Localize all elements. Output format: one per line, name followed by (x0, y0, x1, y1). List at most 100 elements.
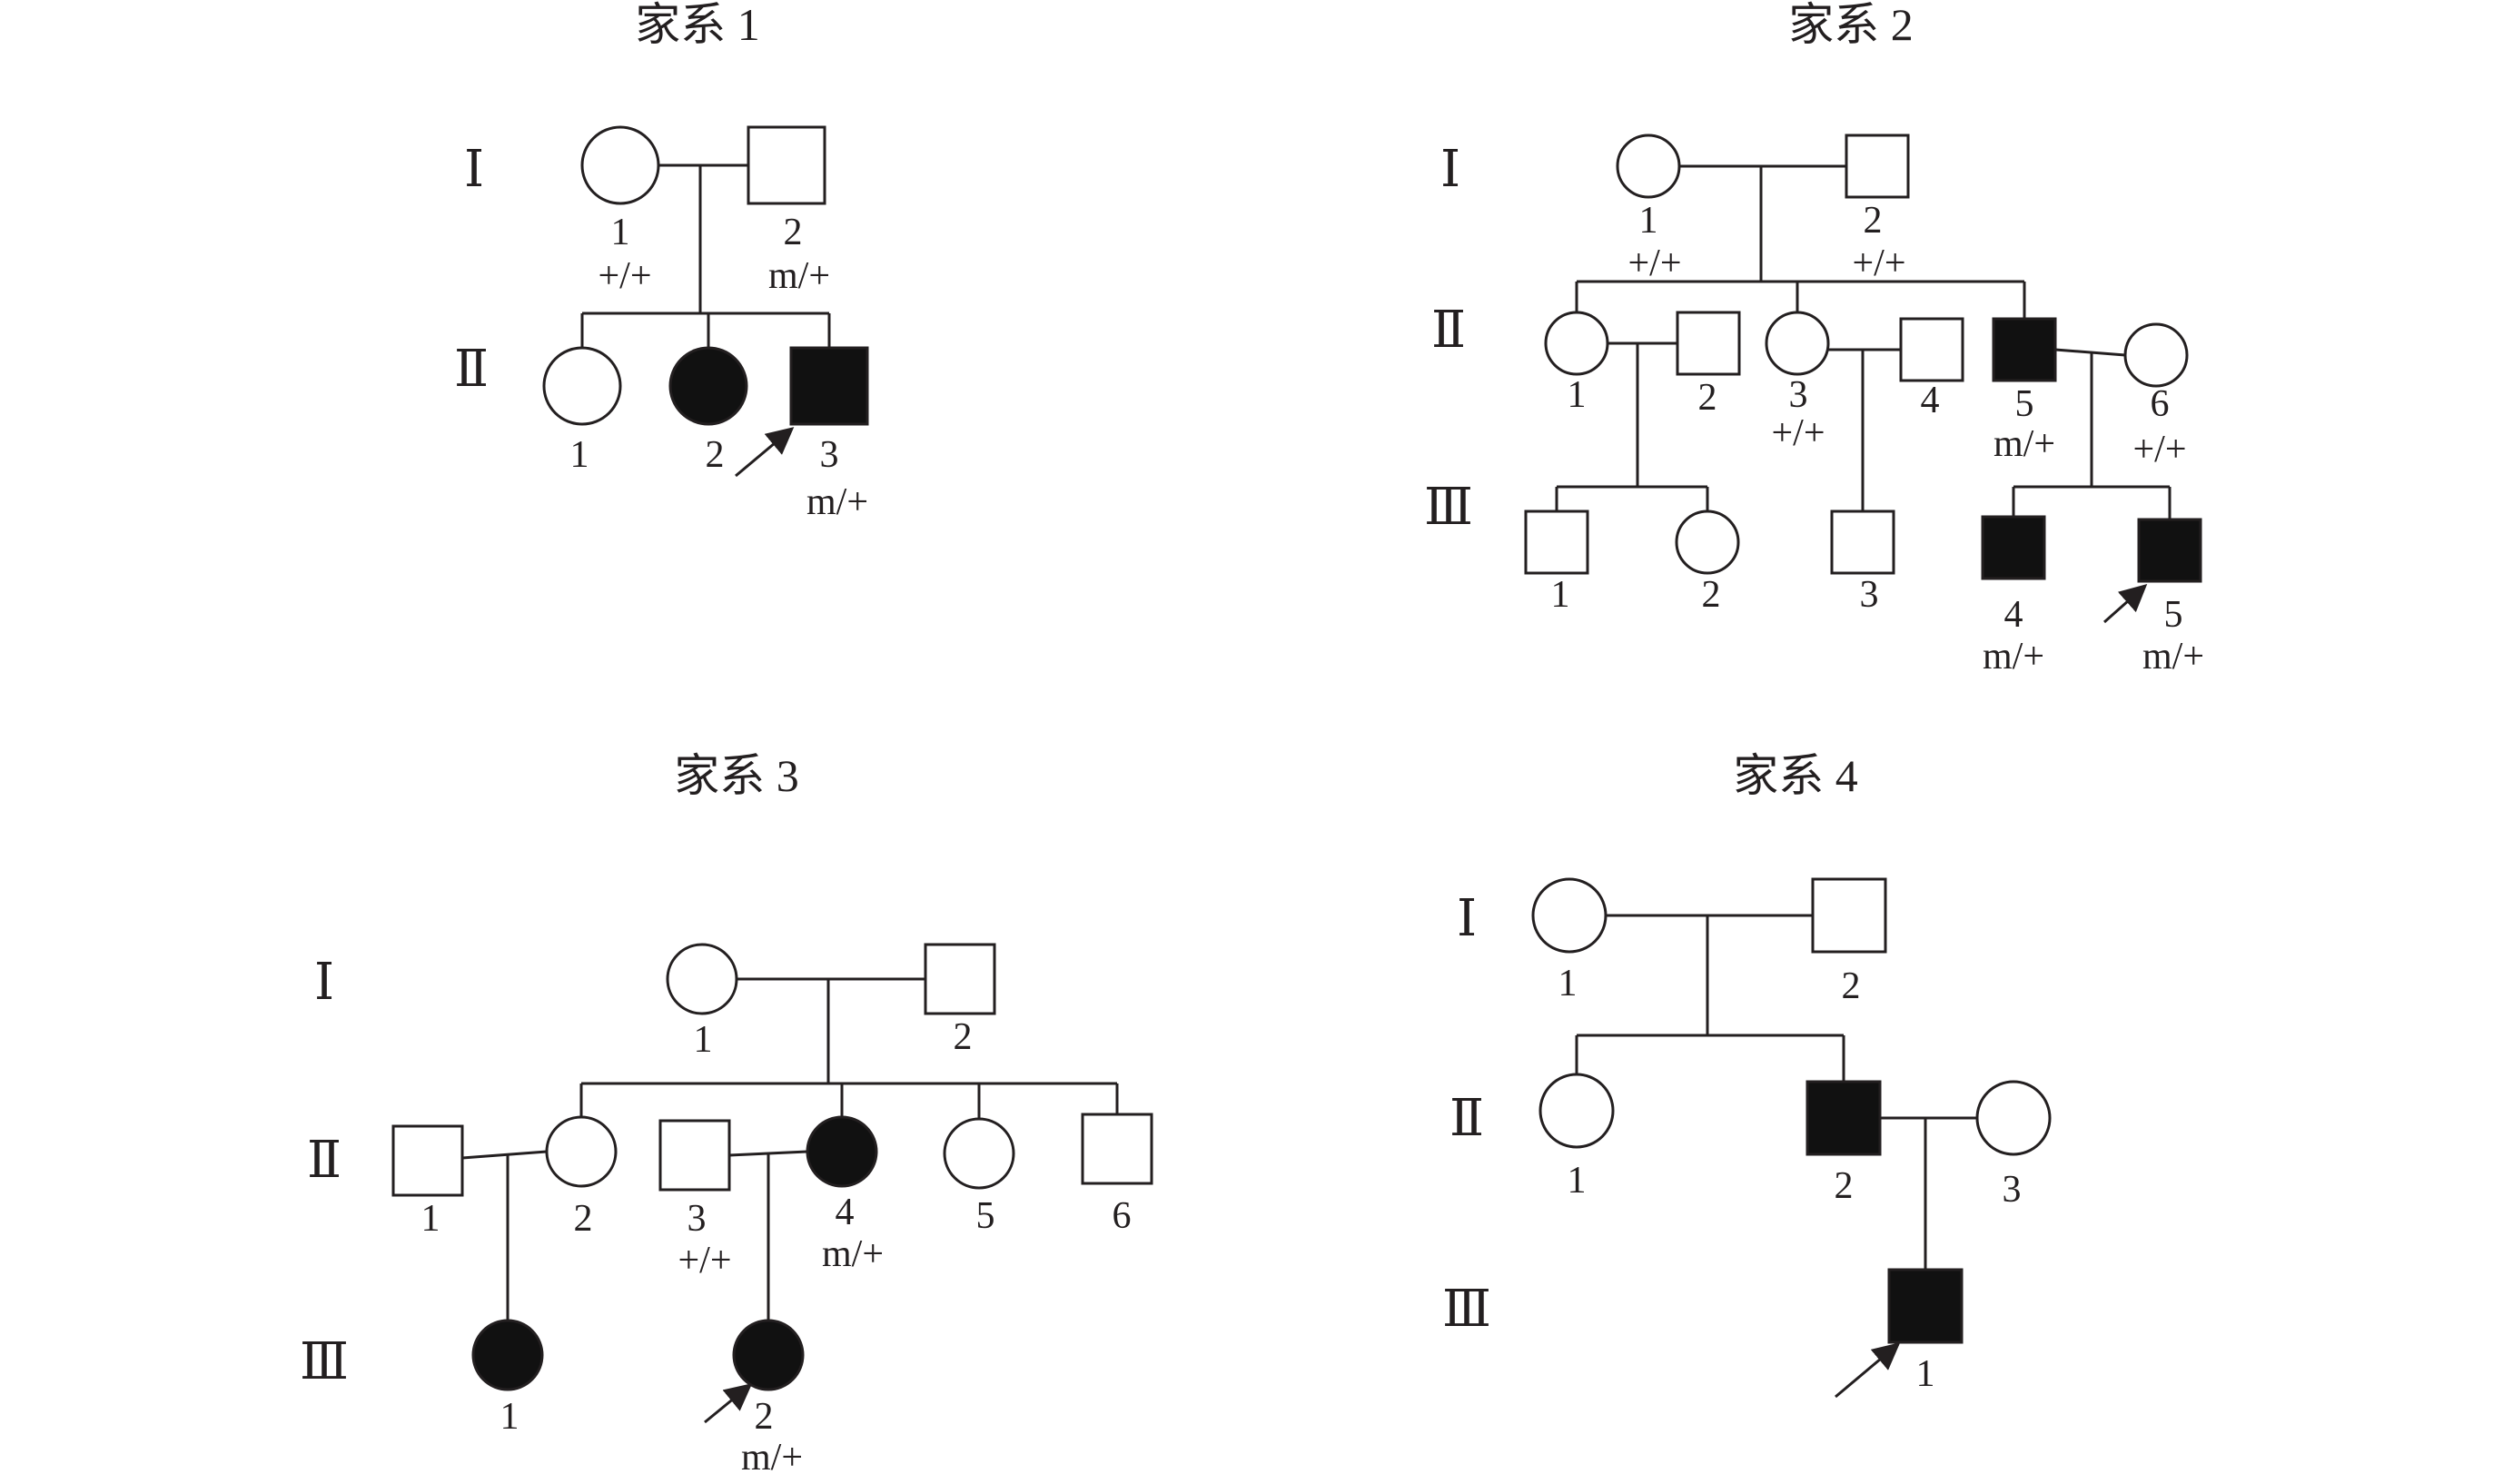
individual-number: 5 (976, 1195, 995, 1237)
unaffected-female-symbol (1538, 1073, 1615, 1149)
family-2-generation-label: Ⅱ (1431, 302, 1466, 359)
individual-number: 1 (570, 434, 589, 476)
genotype-label: +/+ (1771, 412, 1825, 454)
individual-number: 2 (1842, 965, 1861, 1007)
unaffected-male-symbol (1524, 510, 1589, 575)
unaffected-female-symbol (1531, 877, 1608, 954)
individual-number: 3 (1860, 574, 1879, 616)
affected-male-symbol (2137, 518, 2202, 583)
unaffected-female-symbol (580, 125, 660, 205)
affected-female-symbol (732, 1319, 805, 1391)
individual-number: 1 (421, 1198, 440, 1240)
genotype-label: m/+ (2142, 636, 2204, 678)
family-2-title: 家系 2 (1788, 0, 1914, 50)
unaffected-female-symbol (1765, 311, 1830, 376)
genotype-label: +/+ (1627, 242, 1681, 284)
family-1-generation-label: Ⅱ (454, 341, 489, 398)
individual-symbols (391, 125, 2202, 1391)
individual-number: 2 (1698, 377, 1717, 419)
unaffected-male-symbol (391, 1124, 464, 1197)
genotype-label: m/+ (768, 255, 830, 297)
unaffected-female-symbol (1544, 311, 1609, 376)
genotype-label: m/+ (806, 481, 868, 523)
individual-number: 3 (1789, 374, 1808, 416)
unaffected-male-symbol (1845, 134, 1910, 199)
family-1-title: 家系 1 (635, 0, 760, 50)
individual-number: 1 (1558, 963, 1578, 1004)
affected-female-symbol (806, 1115, 878, 1188)
unaffected-male-symbol (1081, 1113, 1153, 1185)
family-3-title: 家系 3 (674, 750, 799, 801)
unaffected-male-symbol (658, 1119, 731, 1192)
unaffected-female-symbol (2123, 322, 2189, 388)
family-4-generation-label: Ⅲ (1442, 1281, 1491, 1338)
genotype-label: m/+ (741, 1437, 803, 1479)
individual-number: 2 (954, 1016, 973, 1058)
unaffected-female-symbol (943, 1117, 1015, 1190)
individual-number: 1 (694, 1019, 713, 1061)
pedigree-line (461, 1150, 548, 1160)
genotype-label: m/+ (1983, 636, 2044, 678)
unaffected-male-symbol (1899, 317, 1964, 382)
proband-arrow-icon (735, 427, 795, 478)
family-2-generation-label: Ⅰ (1440, 142, 1460, 198)
individual-number: 1 (1639, 200, 1658, 242)
affected-male-symbol (1981, 515, 2046, 580)
individual-number: 4 (836, 1192, 855, 1233)
individual-number: 1 (611, 212, 630, 253)
unaffected-male-symbol (924, 943, 996, 1015)
individual-number: 3 (688, 1198, 707, 1240)
individual-number: 2 (706, 434, 725, 476)
unaffected-female-symbol (545, 1115, 618, 1188)
individual-number: 1 (1916, 1353, 1935, 1395)
genotype-label: m/+ (822, 1233, 884, 1275)
affected-female-symbol (471, 1319, 544, 1391)
affected-male-symbol (789, 346, 869, 426)
family-3-generation-label: Ⅰ (314, 955, 334, 1011)
individual-number: 2 (1835, 1165, 1854, 1207)
unaffected-male-symbol (747, 125, 826, 205)
family-2-generation-label: Ⅲ (1424, 480, 1473, 536)
proband-arrow-icon (2103, 584, 2148, 624)
connector-lines (461, 163, 2172, 1424)
family-3-generation-label: Ⅲ (300, 1334, 349, 1390)
individual-number: 2 (574, 1198, 593, 1240)
individual-number: 3 (820, 434, 839, 476)
unaffected-male-symbol (1676, 311, 1741, 376)
individual-number: 5 (2164, 594, 2183, 636)
unaffected-female-symbol (1675, 510, 1740, 575)
affected-male-symbol (1806, 1080, 1882, 1156)
affected-male-symbol (1992, 317, 2057, 382)
individual-number: 4 (1921, 380, 1940, 421)
genotype-label: +/+ (598, 255, 651, 297)
individual-number: 1 (1551, 574, 1570, 616)
family-3-generation-label: Ⅱ (307, 1133, 341, 1189)
individual-number: 4 (2004, 594, 2023, 636)
unaffected-male-symbol (1830, 510, 1895, 575)
unaffected-male-symbol (1811, 877, 1887, 954)
individual-number: 3 (2003, 1169, 2022, 1211)
individual-number: 5 (2015, 383, 2034, 425)
individual-number: 1 (1568, 374, 1587, 416)
individual-number: 2 (1702, 574, 1721, 616)
unaffected-female-symbol (542, 346, 622, 426)
genotype-label: +/+ (1852, 242, 1905, 284)
genotype-label: +/+ (678, 1240, 731, 1281)
individual-number: 6 (1113, 1195, 1132, 1237)
family-4-generation-label: Ⅰ (1457, 891, 1477, 947)
family-1-generation-label: Ⅰ (464, 142, 484, 198)
individual-number: 1 (500, 1396, 519, 1438)
proband-arrow-icon (704, 1383, 753, 1424)
genotype-label: +/+ (2132, 429, 2186, 470)
individual-number: 6 (2151, 383, 2170, 425)
proband-arrow-icon (1835, 1342, 1901, 1399)
affected-female-symbol (668, 346, 748, 426)
genotype-label: m/+ (1993, 423, 2055, 465)
individual-number: 2 (755, 1396, 774, 1438)
unaffected-female-symbol (1616, 134, 1681, 199)
unaffected-female-symbol (1975, 1080, 2052, 1156)
individual-number: 2 (1864, 200, 1883, 242)
individual-number: 2 (784, 212, 803, 253)
